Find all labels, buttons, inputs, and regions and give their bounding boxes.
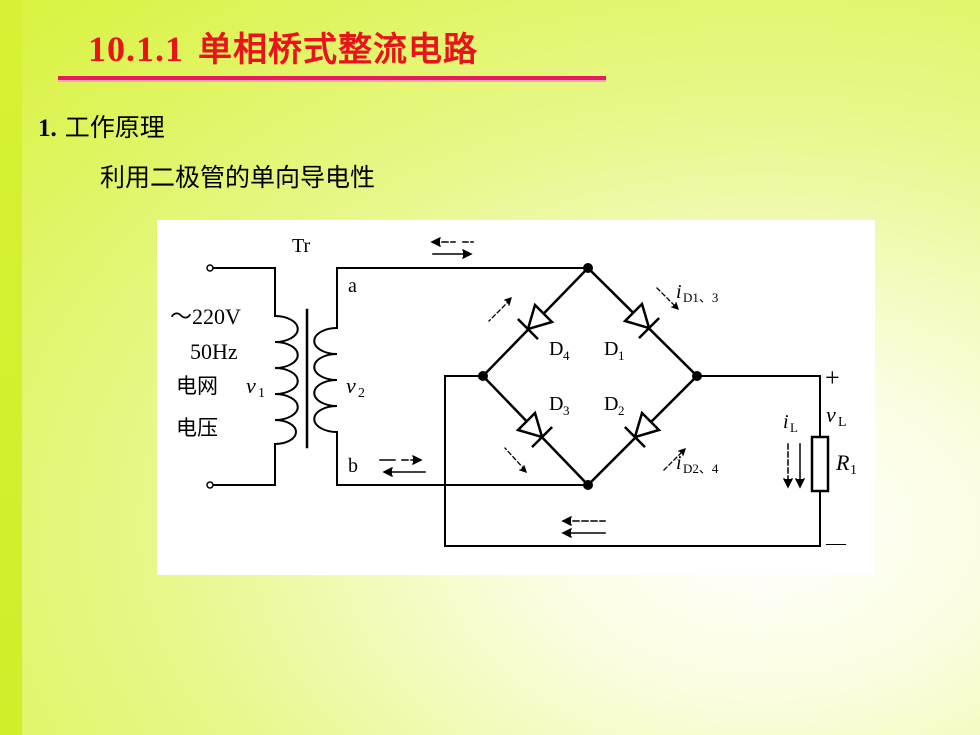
v2-subscript: 2 bbox=[358, 386, 365, 401]
vl-symbol: v bbox=[826, 402, 836, 427]
title-number: 10.1.1 bbox=[88, 29, 184, 69]
diagram-labels: Tr ～220V 50Hz 电网 电压 v 1 v 2 a b D 4 D 1 … bbox=[170, 235, 857, 554]
section-number: 1. bbox=[38, 115, 57, 142]
source-voltage-label: ～220V bbox=[170, 304, 241, 329]
load-resistor bbox=[810, 435, 830, 493]
d2-label: D bbox=[604, 393, 618, 415]
secondary-coil bbox=[313, 326, 339, 434]
node-b-label: b bbox=[348, 455, 358, 477]
id13-subscript: D1、3 bbox=[683, 290, 718, 305]
current-arrows-top bbox=[430, 236, 474, 260]
source-frequency-label: 50Hz bbox=[190, 339, 238, 364]
il-subscript: L bbox=[790, 420, 798, 435]
d3-label: D bbox=[549, 393, 563, 415]
grid-label-line1: 电网 bbox=[176, 374, 218, 398]
current-arrows-bottom bbox=[561, 515, 606, 539]
section-heading-text: 工作原理 bbox=[64, 113, 165, 142]
id24-subscript: D2、4 bbox=[683, 461, 719, 476]
diode-d4 bbox=[516, 302, 555, 341]
node-a-label: a bbox=[348, 275, 357, 297]
d3-subscript: 3 bbox=[563, 403, 570, 418]
bridge-rhombus bbox=[478, 263, 702, 490]
plus-terminal: + bbox=[825, 363, 840, 392]
diode-d2 bbox=[623, 410, 662, 449]
circuit-panel: Tr ～220V 50Hz 电网 电压 v 1 v 2 a b D 4 D 1 … bbox=[157, 220, 875, 575]
il-symbol: i bbox=[783, 411, 789, 433]
id24-symbol: i bbox=[676, 452, 682, 474]
primary-coil bbox=[273, 314, 299, 446]
current-arrows-load bbox=[782, 443, 806, 489]
id13-symbol: i bbox=[676, 281, 682, 303]
slide-title: 10.1.1 单相桥式整流电路 bbox=[88, 22, 478, 71]
current-arrows-b bbox=[379, 454, 426, 478]
diode-current-arrow-d24 bbox=[504, 447, 687, 474]
v1-symbol: v bbox=[246, 373, 256, 398]
grid-label-line2: 电压 bbox=[176, 416, 218, 440]
diode-d3 bbox=[515, 410, 554, 449]
diode-current-arrow-d13 bbox=[488, 287, 680, 322]
title-text: 单相桥式整流电路 bbox=[198, 30, 478, 70]
rl-subscript: 1 bbox=[850, 463, 857, 478]
d4-label: D bbox=[549, 338, 563, 360]
d4-subscript: 4 bbox=[563, 348, 570, 363]
v2-symbol: v bbox=[346, 373, 356, 398]
transformer-label: Tr bbox=[292, 235, 311, 257]
v1-subscript: 1 bbox=[258, 386, 265, 401]
title-underline bbox=[58, 76, 606, 82]
vl-subscript: L bbox=[838, 415, 847, 430]
d1-subscript: 1 bbox=[618, 348, 625, 363]
diode-d1 bbox=[622, 301, 661, 340]
left-accent-bar bbox=[0, 0, 22, 735]
d1-label: D bbox=[604, 338, 618, 360]
load-wiring bbox=[444, 375, 821, 547]
secondary-wiring bbox=[336, 267, 589, 486]
section-heading: 1. 工作原理 bbox=[38, 108, 165, 144]
rl-symbol: R bbox=[835, 450, 850, 475]
primary-wiring bbox=[206, 264, 276, 489]
principle-text: 利用二极管的单向导电性 bbox=[100, 163, 376, 192]
bridge-rectifier-diagram: Tr ～220V 50Hz 电网 电压 v 1 v 2 a b D 4 D 1 … bbox=[170, 235, 857, 554]
d2-subscript: 2 bbox=[618, 403, 625, 418]
minus-terminal: — bbox=[825, 532, 847, 554]
